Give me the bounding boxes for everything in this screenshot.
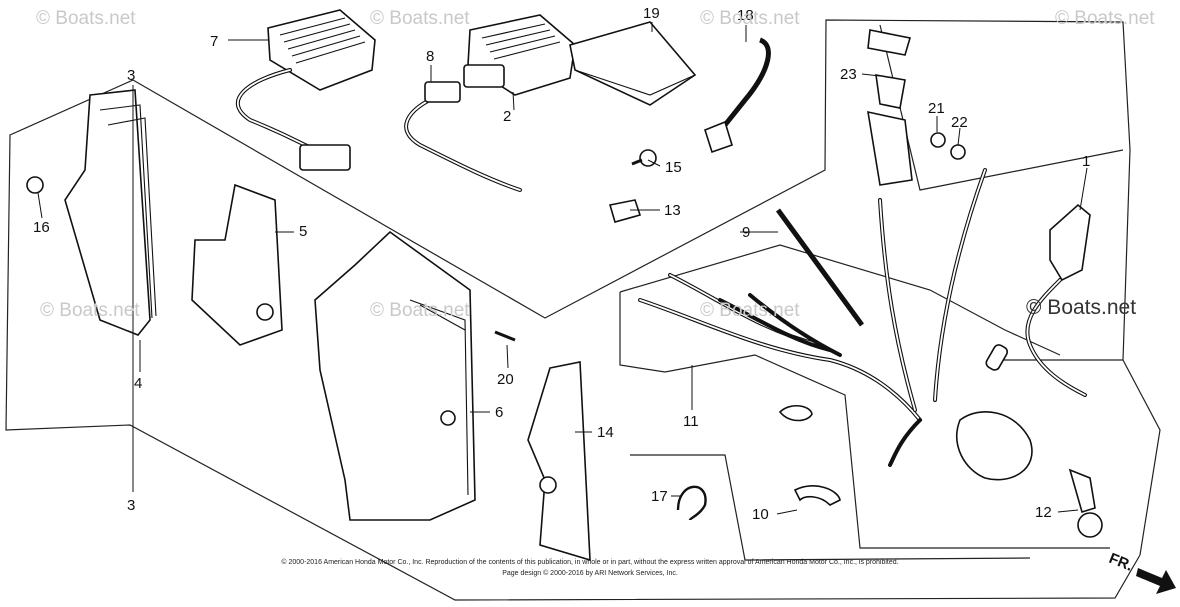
watermark-top-center-right: © Boats.net [700,8,800,29]
forward-arrow-icon [1136,568,1176,594]
part-label-1: 1 [1082,153,1090,170]
forward-direction-indicator: FR. [1107,550,1176,594]
watermark-mid-left: © Boats.net [40,300,140,321]
part-label-22: 22 [951,114,968,131]
watermark-mid-center: © Boats.net [370,300,470,321]
part-label-12: 12 [1035,504,1052,521]
watermark-top-right: © Boats.net [1055,8,1155,29]
part-foam-pad [569,21,697,106]
part-label-21: 21 [928,100,945,117]
part-label-13: 13 [664,202,681,219]
leader-lines [37,22,1088,515]
part-label-23: 23 [840,66,857,83]
part-wire-band [704,37,771,154]
part-label-14: 14 [597,424,614,441]
part-label-7: 7 [210,33,218,50]
part-wire-harness [638,168,1033,481]
watermark-mid-right: © Boats.net [700,300,800,321]
watermark-top-left: © Boats.net [36,8,136,29]
part-key-and-clips [676,405,1103,538]
part-label-11: 11 [683,413,699,430]
part-label-5: 5 [299,223,307,240]
part-label-17: 17 [651,488,668,505]
part-labels: 1 2 3 3 4 5 6 7 8 9 10 11 12 13 14 15 16… [33,5,1090,523]
part-label-4: 4 [134,375,142,392]
part-label-9: 9 [742,224,750,241]
part-label-3: 3 [127,67,135,84]
part-electrical-box [314,230,476,521]
part-cover [26,89,157,336]
part-plate [494,330,591,562]
copyright-line-1: © 2000-2016 American Honda Motor Co., In… [281,559,899,566]
part-label-8: 8 [426,48,434,65]
part-switch [1025,203,1091,397]
part-label-20: 20 [497,371,514,388]
part-label-19: 19 [643,5,660,22]
part-regulator-secondary [404,14,576,192]
part-fuse-holder [867,29,966,186]
part-label-15: 15 [665,159,682,176]
part-label-2: 2 [503,108,511,125]
part-label-3b: 3 [127,497,135,514]
copyright-notice: © 2000-2016 American Honda Motor Co., In… [170,557,1010,579]
watermark-top-center-left: © Boats.net [370,8,470,29]
part-label-18: 18 [737,7,754,24]
watermark-dark: © Boats.net [1026,296,1137,319]
copyright-line-2: Page design © 2000-2016 by ARI Network S… [502,570,678,577]
part-lead-wire [775,208,865,327]
part-bracket [191,183,283,346]
part-label-6: 6 [495,404,503,421]
part-label-16: 16 [33,219,50,236]
part-label-10: 10 [752,506,769,523]
part-regulator-rectifier [235,9,376,171]
